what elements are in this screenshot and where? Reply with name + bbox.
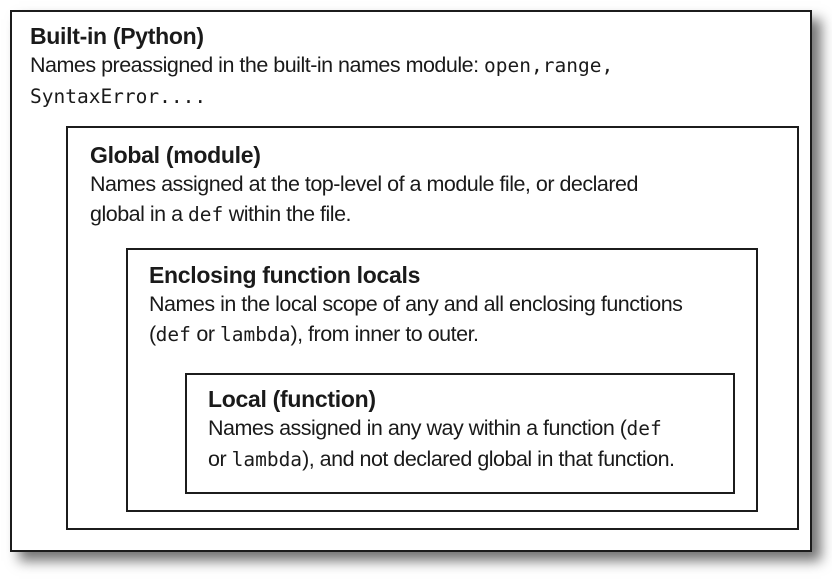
global-scope-content: Global (module) Names assigned at the to… [90,141,638,230]
enclosing-desc-post: ), from inner to outer. [290,322,479,346]
enclosing-desc-code1: def [155,323,191,346]
enclosing-desc-mid: or [196,322,215,346]
global-desc-code: def [188,203,224,226]
global-desc-pre: global in a [90,202,183,226]
builtin-scope-title: Built-in (Python) [30,23,204,49]
builtin-scope-desc-line2: SyntaxError.... [30,81,613,112]
local-desc-pre: or [208,447,227,471]
global-scope-desc-line2: global in a def within the file. [90,199,638,230]
builtin-desc-text: Names preassigned in the built-in names … [30,53,479,77]
local-scope-desc-line2: or lambda), and not declared global in t… [208,444,675,475]
builtin-desc-code-2: SyntaxError.... [30,85,207,108]
global-scope-desc-line1: Names assigned at the top-level of a mod… [90,172,638,196]
builtin-desc-code: open,range, [484,54,614,77]
local-scope-title: Local (function) [208,386,376,412]
enclosing-scope-title: Enclosing function locals [149,262,421,288]
enclosing-scope-content: Enclosing function locals Names in the l… [149,261,683,350]
builtin-scope-content: Built-in (Python) Names preassigned in t… [30,22,613,112]
local-desc-post: ), and not declared global in that funct… [302,447,675,471]
local-scope-desc-line1: Names assigned in any way within a funct… [208,413,675,444]
builtin-scope-desc-line1: Names preassigned in the built-in names … [30,50,613,81]
enclosing-desc-open: ( [149,322,156,346]
global-scope-title: Global (module) [90,142,261,168]
local-scope-box [185,373,735,494]
enclosing-desc-code2: lambda [220,323,291,346]
enclosing-scope-desc-line1: Names in the local scope of any and all … [149,292,683,316]
global-desc-post: within the file. [228,202,352,226]
local-scope-content: Local (function) Names assigned in any w… [208,385,675,475]
local-desc-code: def [626,417,662,440]
local-desc-code-2: lambda [231,448,303,471]
local-desc-text: Names assigned in any way within a funct… [208,416,627,440]
enclosing-scope-desc-line2: (def or lambda), from inner to outer. [149,319,682,350]
